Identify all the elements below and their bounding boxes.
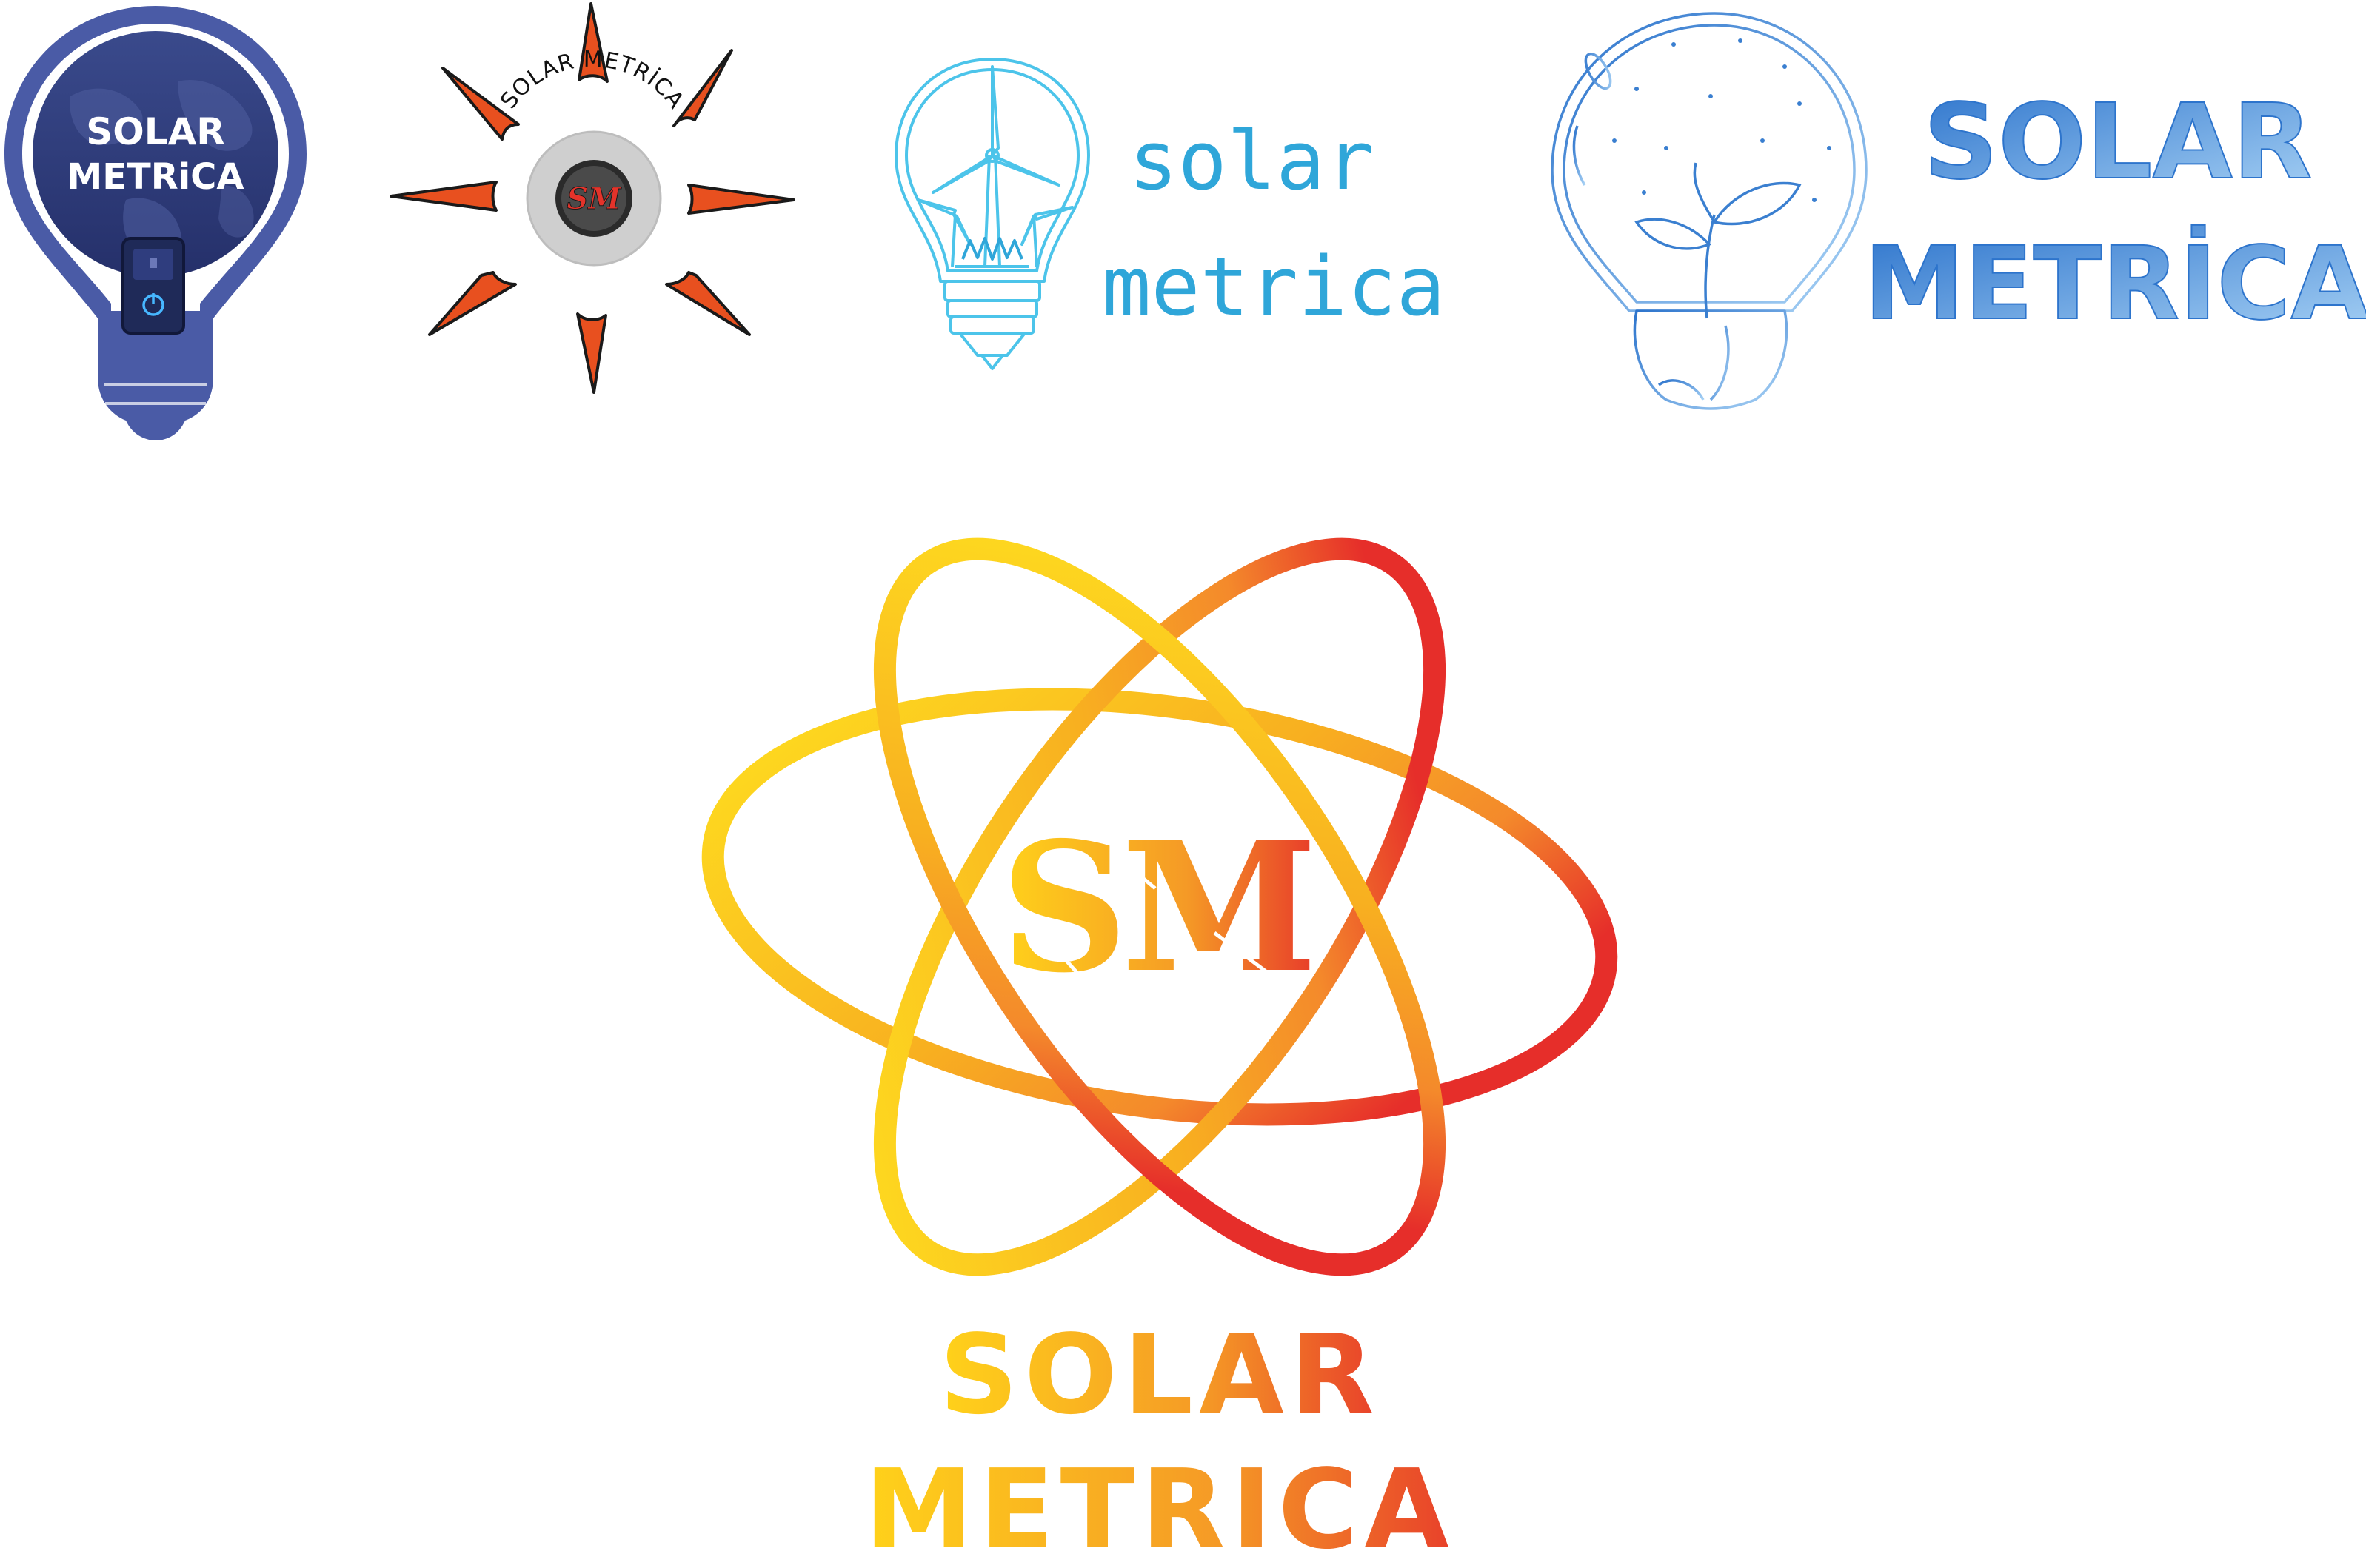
logo-bulb-line2: METRiCA bbox=[67, 156, 244, 198]
bulb-icon: SOLAR METRiCA bbox=[4, 6, 307, 440]
logo-turbine-line2: metrica bbox=[1102, 239, 1446, 334]
logo-atom-monogram: SM bbox=[1000, 803, 1311, 1012]
logo-atom-main: SM SOLAR METRICA bbox=[666, 503, 1703, 1568]
bulb-outline-icon: solar metrica bbox=[895, 58, 1446, 370]
sun-icon: SOLAR METRİCA SM bbox=[390, 2, 795, 394]
logo-sun-orange: SOLAR METRİCA SM bbox=[385, 0, 800, 400]
wind-turbine-icon bbox=[917, 65, 1074, 267]
logo-atom-line1: SOLAR bbox=[939, 1311, 1380, 1438]
logo-bulb-line1: SOLAR bbox=[86, 110, 225, 153]
atom-icon: SM SOLAR METRICA bbox=[701, 537, 1618, 1568]
logo-plant-line2: METRİCA bbox=[1864, 225, 2366, 343]
logo-bulb-blue: SOLAR METRiCA bbox=[0, 0, 311, 444]
sprout-icon bbox=[1634, 162, 1802, 319]
logo-turbine-line1: solar bbox=[1129, 113, 1374, 208]
logo-atom-line2: METRICA bbox=[864, 1446, 1455, 1568]
logo-sun-arc-text: SOLAR METRİCA bbox=[495, 47, 688, 114]
logo-sun-monogram: SM bbox=[567, 181, 622, 216]
power-switch-icon bbox=[121, 237, 185, 335]
logo-turbine-bulb: solar metrica bbox=[889, 44, 1451, 407]
logo-plant-bulb: SOLAR METRİCA bbox=[1548, 0, 2366, 459]
svg-text:SOLAR METRİCA: SOLAR METRİCA bbox=[495, 47, 689, 114]
logo-plant-line1: SOLAR bbox=[1923, 82, 2312, 203]
bulb-outline-icon: SOLAR METRİCA bbox=[1551, 12, 2366, 410]
